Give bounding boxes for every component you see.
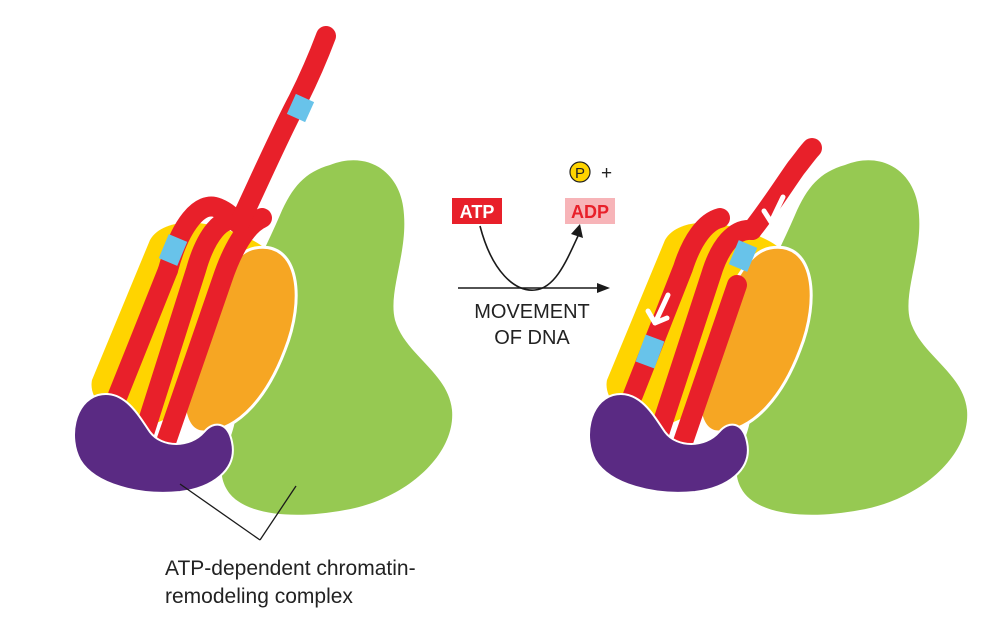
phosphate-label: P [575,165,585,182]
reaction-arrowhead [597,283,610,293]
adp-label: ADP [571,202,609,222]
atp-to-adp-curve-arrowhead [571,224,583,238]
atp-label: ATP [460,202,495,222]
reaction-group: ATP ADP P + MOVEMENT OF DNA [452,162,615,349]
right-dna-marker-inner [738,244,748,268]
left-nucleosome [74,36,452,515]
complex-label-line2: remodeling complex [165,585,353,608]
plus-sign: + [601,163,612,184]
movement-label-line2: OF DNA [494,327,570,349]
movement-label-line1: MOVEMENT [474,301,590,323]
atp-to-adp-curve [480,226,578,290]
right-nucleosome [589,148,967,515]
complex-label-line1: ATP-dependent chromatin- [165,557,416,580]
right-dna-marker-wrap [645,338,655,365]
left-dna-marker-wrap [168,238,178,262]
left-dna-marker-exit [296,98,305,118]
